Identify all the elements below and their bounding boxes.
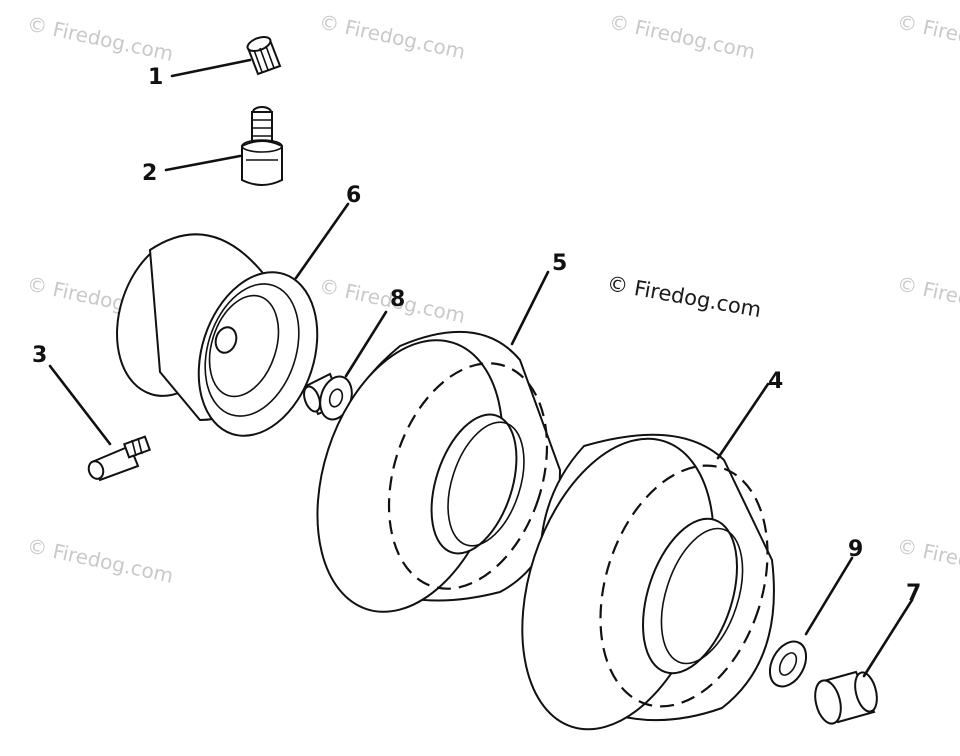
valve-stem[interactable]: [241, 106, 283, 186]
watermark: © Firedog.com: [25, 533, 175, 587]
washer[interactable]: [763, 635, 814, 692]
callout-number-9[interactable]: 9: [848, 537, 863, 562]
callout-number-7[interactable]: 7: [906, 581, 921, 606]
watermark: © Firedog.com: [895, 271, 960, 325]
watermark: © Firedog.com: [317, 9, 467, 63]
valve-cap[interactable]: [246, 34, 282, 76]
tube[interactable]: [285, 316, 574, 635]
watermark: © Firedog.com: [895, 9, 960, 63]
callout-number-2[interactable]: 2: [142, 161, 157, 186]
callout-line-7: [862, 598, 914, 678]
callout-line-3: [48, 364, 112, 446]
callout-number-1[interactable]: 1: [148, 65, 163, 90]
callout-line-4: [716, 382, 770, 460]
callout-number-6[interactable]: 6: [346, 183, 361, 208]
callout-number-5[interactable]: 5: [552, 251, 567, 276]
callout-number-3[interactable]: 3: [32, 343, 47, 368]
center-watermark: © Firedog.com: [605, 271, 763, 322]
callout-line-6: [294, 202, 350, 280]
watermark: © Firedog.com: [607, 9, 757, 63]
callout-number-4[interactable]: 4: [768, 369, 783, 394]
rim[interactable]: [97, 221, 337, 451]
grease-fitting[interactable]: [86, 435, 152, 482]
callout-line-1: [170, 58, 252, 78]
callout-line-9: [804, 556, 854, 636]
callout-number-8[interactable]: 8: [390, 287, 405, 312]
bushing[interactable]: [301, 372, 357, 423]
callout-line-8: [344, 310, 388, 378]
cap[interactable]: [811, 670, 881, 726]
tire[interactable]: [488, 414, 797, 754]
watermark: © Firedog.com: [895, 533, 960, 587]
callout-line-2: [164, 154, 242, 172]
watermark: © Firedog.com: [25, 11, 175, 65]
callout-line-5: [510, 270, 550, 346]
